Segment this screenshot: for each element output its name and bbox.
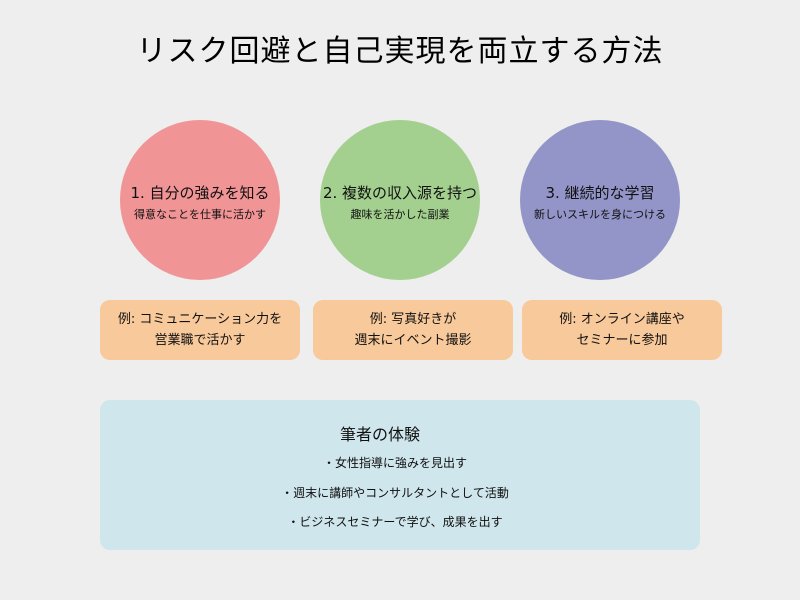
step-circle-3: 3. 継続的な学習 新しいスキルを身につける (520, 120, 680, 280)
experience-item: ・女性指導に強みを見出す (322, 456, 467, 470)
example-box-1: 例: コミュニケーション力を 営業職で活かす (100, 300, 300, 360)
experience-item: ・ビジネスセミナーで学び、成果を出す (287, 515, 503, 529)
step-circle-2: 2. 複数の収入源を持つ 趣味を活かした副業 (320, 120, 480, 280)
example-line: セミナーに参加 (576, 333, 668, 348)
step-title: 3. 継続的な学習 (545, 184, 655, 202)
experience-panel: 筆者の体験 ・女性指導に強みを見出す ・週末に講師やコンサルタントとして活動 ・… (100, 400, 700, 550)
step-title: 2. 複数の収入源を持つ (322, 184, 478, 202)
experience-item: ・週末に講師やコンサルタントとして活動 (281, 486, 509, 500)
example-line: 例: オンライン講座や (559, 312, 685, 327)
step-circle-1: 1. 自分の強みを知る 得意なことを仕事に活かす (120, 120, 280, 280)
page-title: リスク回避と自己実現を両立する方法 (136, 34, 664, 69)
experience-heading: 筆者の体験 (339, 425, 420, 444)
example-line: 例: 写真好きが (369, 312, 457, 327)
example-box-2: 例: 写真好きが 週末にイベント撮影 (313, 300, 513, 360)
step-title: 1. 自分の強みを知る (130, 184, 270, 202)
step-subtitle: 得意なことを仕事に活かす (134, 208, 266, 221)
step-subtitle: 新しいスキルを身につける (534, 208, 666, 221)
example-line: 例: コミュニケーション力を (117, 312, 283, 327)
example-line: 営業職で活かす (154, 333, 246, 348)
example-line: 週末にイベント撮影 (354, 333, 472, 348)
example-box-3: 例: オンライン講座や セミナーに参加 (522, 300, 722, 360)
step-subtitle: 趣味を活かした副業 (350, 208, 450, 221)
